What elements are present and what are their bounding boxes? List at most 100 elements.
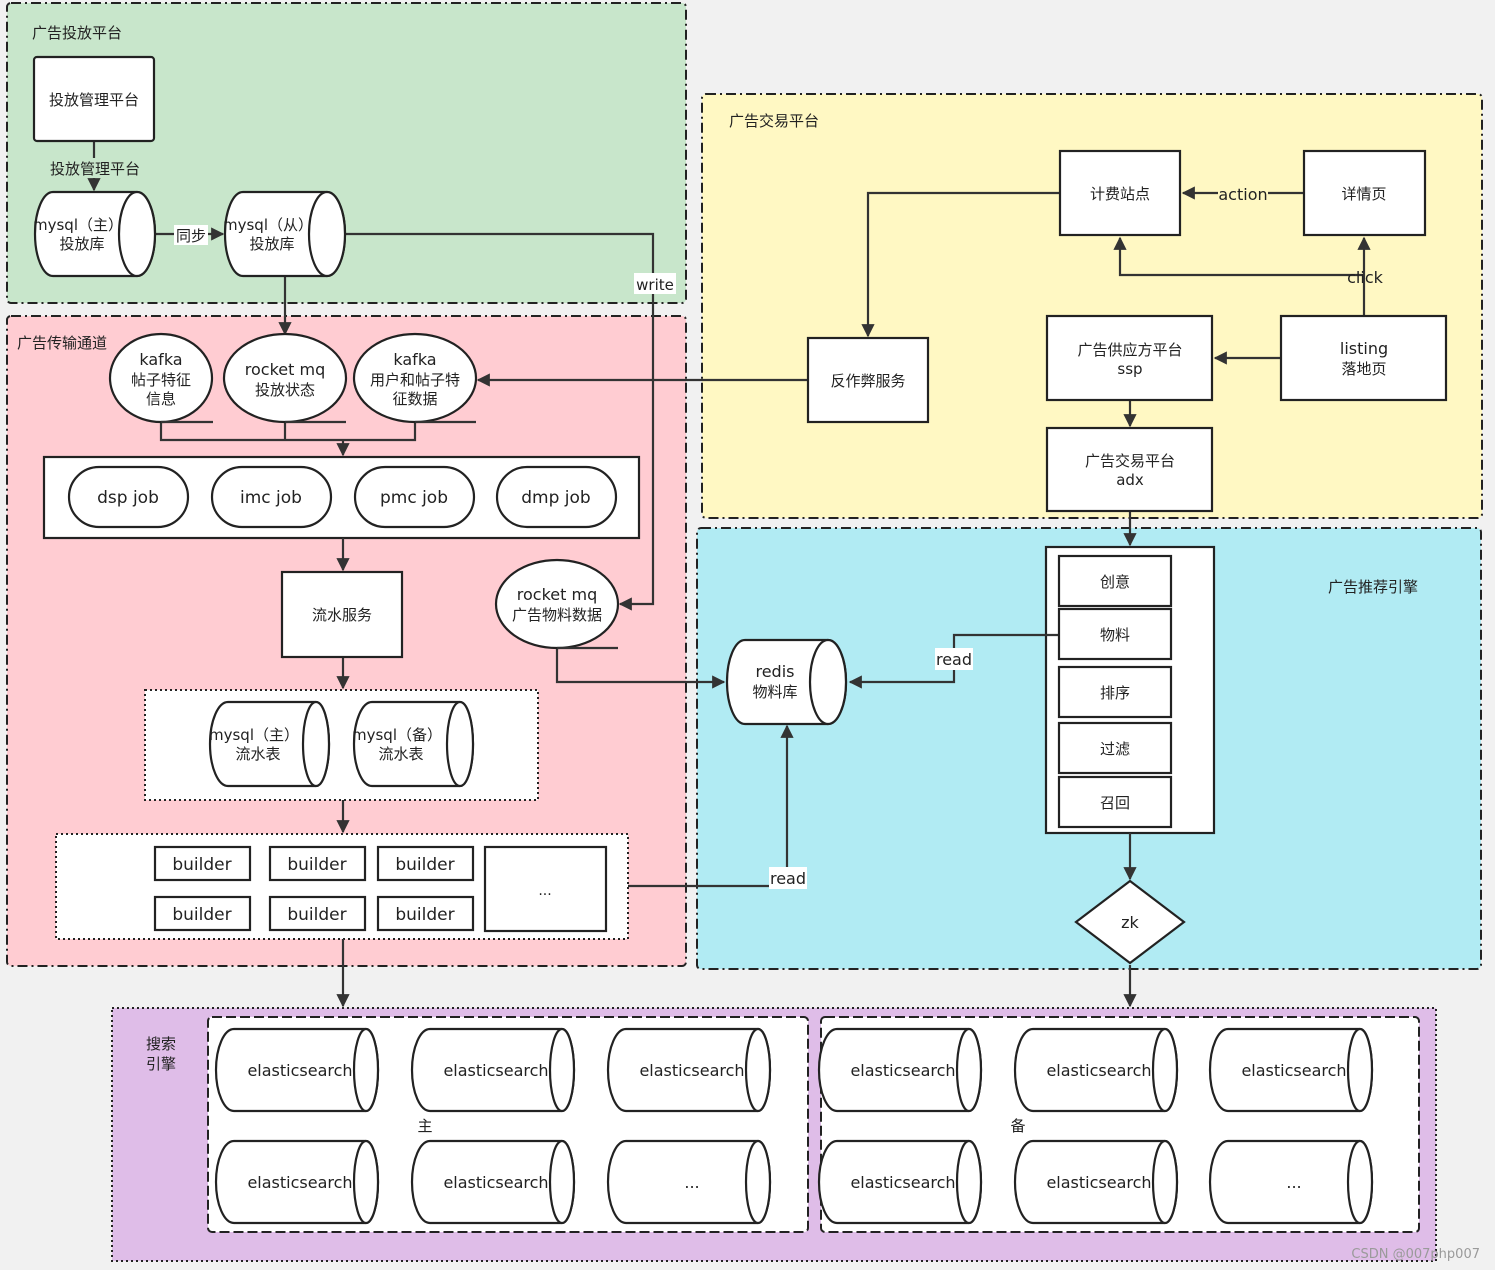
stack-ranking: 排序 [1057, 665, 1173, 719]
detail-page-box: 详情页 [1302, 149, 1427, 237]
job-imc-label: imc job [240, 488, 302, 508]
zone-search-title-1: 搜索 [146, 1035, 176, 1053]
edge-billing-to-antifraud [861, 191, 1059, 338]
kafka-post-features-l3: 信息 [146, 390, 176, 408]
builder-4: builder [153, 895, 252, 932]
mysql-master-delivery-l2: 投放库 [59, 235, 104, 253]
zone-delivery-title: 广告投放平台 [32, 24, 122, 42]
es-master-node-label-5: elasticsearch [443, 1173, 548, 1192]
es-backup-node-5: elasticsearch [1013, 1139, 1179, 1225]
ssp-label-l1: 广告供应方平台 [1077, 341, 1182, 359]
es-master-node-label-3: elasticsearch [639, 1061, 744, 1080]
es-backup-node-1: elasticsearch [817, 1027, 983, 1113]
builder-5-label: builder [287, 905, 346, 925]
zk-label: zk [1121, 913, 1139, 932]
builder-1: builder [153, 845, 252, 882]
es-master-node-label-1: elasticsearch [247, 1061, 352, 1080]
builder-1-label: builder [172, 855, 231, 875]
flow-service-label: 流水服务 [312, 606, 372, 624]
edge-label-click: click [1347, 268, 1383, 287]
es-master-node-label-6: ... [684, 1173, 699, 1192]
es-master-node-5: elasticsearch [410, 1139, 576, 1225]
adx-box: 广告交易平台 adx [1045, 426, 1214, 513]
stack-recall: 召回 [1057, 775, 1173, 829]
mysql-slave-delivery-l2: 投放库 [249, 235, 294, 253]
es-master-node-1: elasticsearch [214, 1027, 380, 1113]
mysql-flow-master-l1: mysql（主） [209, 726, 299, 744]
stack-creative: 创意 [1057, 554, 1173, 608]
edge-label-write: write [636, 276, 674, 294]
flow-db-container [144, 689, 539, 801]
listing-label-l1: listing [1340, 339, 1388, 358]
es-backup-node-3: elasticsearch [1208, 1027, 1374, 1113]
search-backup-label: 备 [1010, 1117, 1025, 1135]
adx-label-l1: 广告交易平台 [1085, 452, 1175, 470]
edge-write [345, 232, 655, 611]
es-backup-node-label-5: elasticsearch [1046, 1173, 1151, 1192]
mysql-master-delivery-l1: mysql（主） [33, 216, 123, 234]
es-backup-node-label-4: elasticsearch [850, 1173, 955, 1192]
kafka-user-post-features-l3: 征数据 [392, 390, 437, 408]
edge-mq-merge [159, 422, 417, 442]
kafka-user-post-features-l1: kafka [393, 350, 436, 369]
redis-label-l2: 物料库 [752, 683, 797, 701]
search-master-label: 主 [417, 1117, 432, 1135]
builder-5: builder [268, 895, 367, 932]
kafka-user-post-features: kafka 用户和帖子特 征数据 [352, 332, 478, 424]
es-backup-node-label-2: elasticsearch [1046, 1061, 1151, 1080]
job-dsp: dsp job [67, 465, 190, 529]
es-backup-node-4: elasticsearch [817, 1139, 983, 1225]
es-backup-node-6: ... [1208, 1139, 1374, 1225]
mgmt-platform-box: 投放管理平台 [32, 55, 156, 143]
builder-6: builder [376, 895, 475, 932]
mysql-flow-backup-l1: mysql（备） [352, 726, 442, 744]
kafka-post-features-l1: kafka [139, 350, 182, 369]
es-master-node-6: ... [606, 1139, 772, 1225]
watermark-text: CSDN @007php007 [1351, 1247, 1480, 1262]
edge-label-mgmt: 投放管理平台 [50, 160, 140, 178]
stack-ranking-label: 排序 [1100, 684, 1130, 702]
adx-label-l2: adx [1116, 471, 1144, 489]
kafka-post-features: kafka 帖子特征 信息 [108, 332, 214, 424]
builder-2: builder [268, 845, 367, 882]
stack-material: 物料 [1057, 607, 1173, 661]
builder-4-label: builder [172, 905, 231, 925]
mysql-flow-backup-l2: 流水表 [378, 745, 423, 763]
zone-transmission-title: 广告传输通道 [17, 334, 107, 352]
stack-material-label: 物料 [1100, 626, 1130, 644]
ssp-box: 广告供应方平台 ssp [1045, 314, 1214, 402]
zk-node: zk [1074, 879, 1186, 965]
mgmt-platform-label: 投放管理平台 [49, 91, 139, 109]
rocketmq-material-l2: 广告物料数据 [512, 606, 602, 624]
job-dmp-label: dmp job [521, 488, 590, 508]
ssp-label-l2: ssp [1117, 360, 1142, 378]
builder-6-label: builder [395, 905, 454, 925]
mysql-flow-backup: mysql（备） 流水表 [352, 700, 475, 788]
job-pmc: pmc job [353, 465, 476, 529]
job-dsp-label: dsp job [97, 488, 159, 508]
billing-site-label: 计费站点 [1090, 185, 1150, 203]
mysql-slave-delivery-l1: mysql（从） [223, 216, 313, 234]
job-dmp: dmp job [495, 465, 618, 529]
listing-box: listing 落地页 [1279, 314, 1448, 402]
edge-label-read-top: read [936, 650, 972, 669]
zone-trading-title: 广告交易平台 [729, 112, 819, 130]
kafka-user-post-features-l2: 用户和帖子特 [370, 371, 460, 389]
mysql-flow-master: mysql（主） 流水表 [208, 700, 331, 788]
rocketmq-material: rocket mq 广告物料数据 [494, 558, 620, 650]
stack-creative-label: 创意 [1100, 573, 1130, 591]
es-master-node-4: elasticsearch [214, 1139, 380, 1225]
es-master-node-label-4: elasticsearch [247, 1173, 352, 1192]
builder-more-label: ... [538, 883, 551, 899]
job-pmc-label: pmc job [380, 488, 448, 508]
listing-label-l2: 落地页 [1341, 360, 1386, 378]
search-nodes: elasticsearch elasticsearch elasticsearch e… [214, 1027, 1374, 1225]
anti-fraud-box: 反作弊服务 [806, 336, 930, 424]
rocketmq-delivery-status-l2: 投放状态 [255, 381, 315, 399]
edge-rmq2-to-redis [555, 648, 726, 689]
es-backup-node-label-3: elasticsearch [1241, 1061, 1346, 1080]
anti-fraud-label: 反作弊服务 [830, 372, 905, 390]
edge-label-action: action [1218, 185, 1267, 204]
builder-2-label: builder [287, 855, 346, 875]
